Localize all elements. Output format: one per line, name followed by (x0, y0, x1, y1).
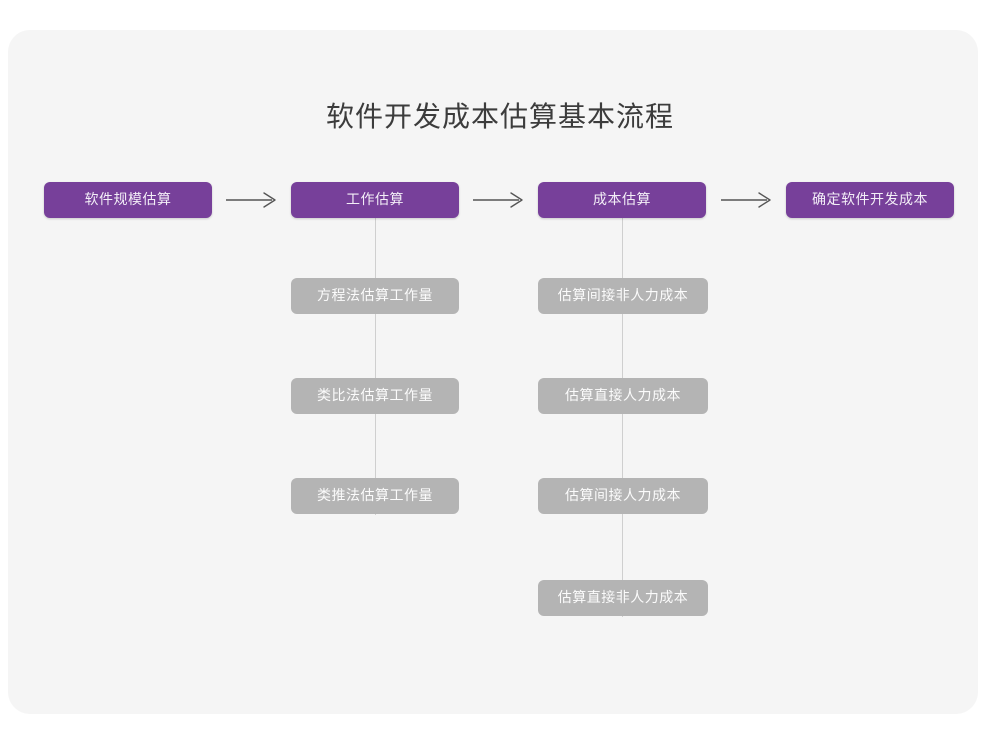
stage-node-determine-development-cost[interactable]: 确定软件开发成本 (786, 182, 954, 218)
connector-line-stage-3 (622, 218, 623, 617)
substep-node-indirect-labor-cost[interactable]: 估算间接人力成本 (538, 478, 708, 514)
stage-node-effort-estimation[interactable]: 工作估算 (291, 182, 459, 218)
substep-node-direct-nonlabor-cost[interactable]: 估算直接非人力成本 (538, 580, 708, 616)
stage-node-software-size-estimation[interactable]: 软件规模估算 (44, 182, 212, 218)
arrow-stage-2-to-stage-3 (471, 188, 527, 212)
diagram-card (8, 30, 978, 714)
arrow-stage-1-to-stage-2 (224, 188, 280, 212)
arrow-stage-3-to-stage-4 (719, 188, 775, 212)
page-title: 软件开发成本估算基本流程 (325, 100, 674, 133)
substep-node-inference-method-effort[interactable]: 类推法估算工作量 (291, 478, 459, 514)
substep-node-indirect-nonlabor-cost[interactable]: 估算间接非人力成本 (538, 278, 708, 314)
substep-node-equation-method-effort[interactable]: 方程法估算工作量 (291, 278, 459, 314)
stage-node-cost-estimation[interactable]: 成本估算 (538, 182, 706, 218)
substep-node-direct-labor-cost[interactable]: 估算直接人力成本 (538, 378, 708, 414)
connector-line-stage-2 (375, 218, 376, 515)
substep-node-analogy-method-effort[interactable]: 类比法估算工作量 (291, 378, 459, 414)
